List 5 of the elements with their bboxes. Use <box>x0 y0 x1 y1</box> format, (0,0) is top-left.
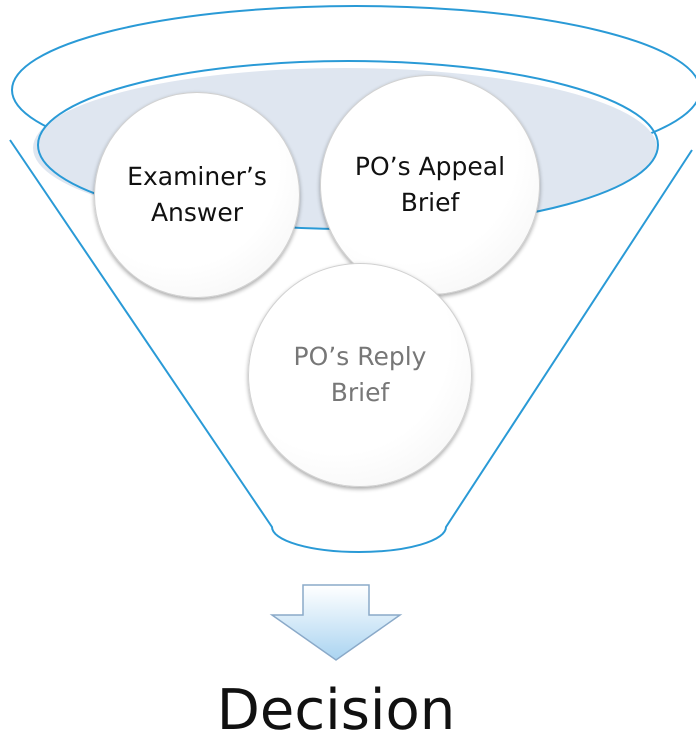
circle-label: PO’s Reply Brief <box>292 340 428 409</box>
result-label: Decision <box>141 675 531 745</box>
block-arrow <box>270 584 402 661</box>
circle-label: Examiner’s Answer <box>126 160 268 229</box>
circle-label: PO’s Appeal Brief <box>354 150 506 219</box>
